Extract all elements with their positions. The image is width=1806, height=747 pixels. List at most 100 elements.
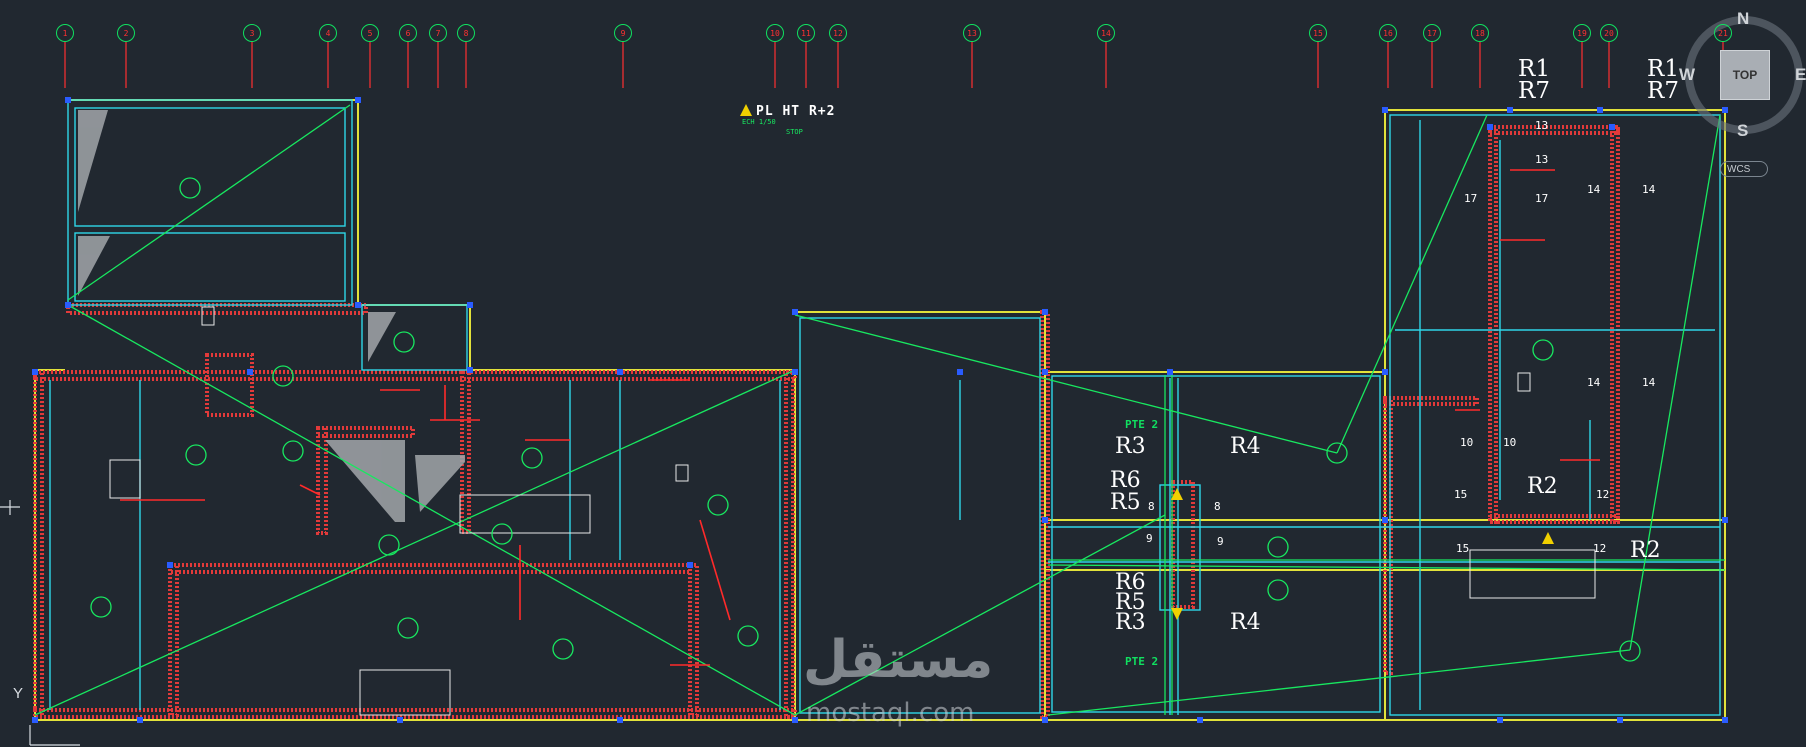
column-node (1722, 107, 1728, 113)
annotation-circle (179, 177, 201, 199)
annotation-circle (1619, 640, 1641, 662)
column-node (167, 562, 173, 568)
column-node (65, 97, 71, 103)
column-node (1167, 369, 1173, 375)
grid-axis-bubble: 14 (1097, 24, 1115, 42)
room-number: 9 (1146, 532, 1153, 545)
column-node (1382, 107, 1388, 113)
column-node (957, 369, 963, 375)
section-label-r3-top: R3 (1115, 434, 1146, 459)
void-hatch (78, 110, 465, 522)
section-label-r4-bottom: R4 (1230, 610, 1261, 635)
column-node (137, 717, 143, 723)
column-node (617, 369, 623, 375)
annotation-circle (282, 440, 304, 462)
room-number: 13 (1535, 119, 1549, 132)
column-node (792, 717, 798, 723)
annotation-circle (378, 534, 400, 556)
annotation-circle (1267, 536, 1289, 558)
annotation-circle (491, 523, 513, 545)
column-node (1722, 717, 1728, 723)
section-label-r7: R7 (1518, 78, 1550, 104)
section-label-r5-bottom: R5 (1115, 590, 1146, 615)
annotation-circle (552, 638, 574, 660)
column-node (467, 302, 473, 308)
room-number: 14 (1642, 376, 1656, 389)
column-node (32, 369, 38, 375)
column-node (1197, 717, 1203, 723)
grid-axis-bubble: 18 (1471, 24, 1489, 42)
grid-axis-bubble: 8 (457, 24, 475, 42)
grid-axis-lines (64, 42, 1724, 88)
column-node (792, 309, 798, 315)
column-node (1382, 369, 1388, 375)
section-label-r6-top: R6 (1110, 468, 1141, 493)
grid-axis-bubble: 1 (56, 24, 74, 42)
column-node (1487, 124, 1493, 130)
grid-axis-bubble: 11 (797, 24, 815, 42)
section-label-r2: R2 (1527, 474, 1558, 499)
compass-north[interactable]: N (1737, 9, 1750, 28)
grid-axis-bubble: 7 (429, 24, 447, 42)
wcs-menu-button[interactable]: WCS (1720, 161, 1768, 177)
compass-west[interactable]: W (1679, 65, 1696, 84)
annotation-circle (1326, 442, 1348, 464)
column-node (1042, 717, 1048, 723)
view-cube-top-face[interactable]: TOP (1720, 50, 1770, 100)
watermark-arabic: مستقل (803, 630, 994, 690)
column-node (1042, 309, 1048, 315)
column-node (1617, 717, 1623, 723)
grid-axis-bubble: 19 (1573, 24, 1591, 42)
room-number: 14 (1587, 376, 1601, 389)
compass-south[interactable]: S (1737, 121, 1749, 140)
annotation-circle (521, 447, 543, 469)
column-node (1597, 107, 1603, 113)
annotation-circle (90, 596, 112, 618)
column-node (687, 562, 693, 568)
grid-axis-bubble: 9 (614, 24, 632, 42)
section-label-r4-top: R4 (1230, 434, 1261, 459)
annotation-circle (393, 331, 415, 353)
wall-layer-red-hatched (33, 125, 1620, 719)
column-nodes (32, 97, 1728, 723)
section-label-r1: R1 (1518, 56, 1550, 82)
grid-axis-bubble: 21 (1714, 24, 1732, 42)
grid-axis-bubble: 2 (117, 24, 135, 42)
dimension-marks (120, 169, 1600, 666)
room-number: 15 (1456, 542, 1470, 555)
section-label-r1-right: R1 (1647, 56, 1679, 82)
grid-axis-bubble: 5 (361, 24, 379, 42)
room-number: 15 (1454, 488, 1468, 501)
annotation-circle (272, 365, 294, 387)
plan-note: STOP (786, 128, 803, 136)
column-node (467, 367, 473, 373)
column-node (1722, 517, 1728, 523)
grid-axis-bubble: 3 (243, 24, 261, 42)
annotation-circle (1267, 579, 1289, 601)
section-label-r6-bottom: R6 (1115, 570, 1146, 595)
column-node (32, 717, 38, 723)
room-number: 10 (1503, 436, 1517, 449)
column-node (1497, 717, 1503, 723)
grid-axis-bubble: 10 (766, 24, 784, 42)
annotation-circle (1532, 339, 1554, 361)
annotation-circle (397, 617, 419, 639)
section-label-r3-bottom: R3 (1115, 610, 1146, 635)
annotation-markers (90, 177, 1641, 662)
room-number: 14 (1642, 183, 1656, 196)
grid-axis-bubble: 4 (319, 24, 337, 42)
equipment-blocks (109, 306, 1596, 716)
column-node (355, 302, 361, 308)
column-node (355, 97, 361, 103)
pte-label-bottom: PTE 2 (1125, 655, 1159, 668)
room-number: 8 (1148, 500, 1155, 513)
grid-axis-bubble: 15 (1309, 24, 1327, 42)
column-node (1042, 517, 1048, 523)
column-node (1382, 517, 1388, 523)
ucs-y-label: Y (13, 685, 24, 702)
grid-axis-bubble: 13 (963, 24, 981, 42)
compass-east[interactable]: E (1795, 65, 1806, 84)
room-number: 8 (1214, 500, 1221, 513)
grid-axis-bubble: 6 (399, 24, 417, 42)
